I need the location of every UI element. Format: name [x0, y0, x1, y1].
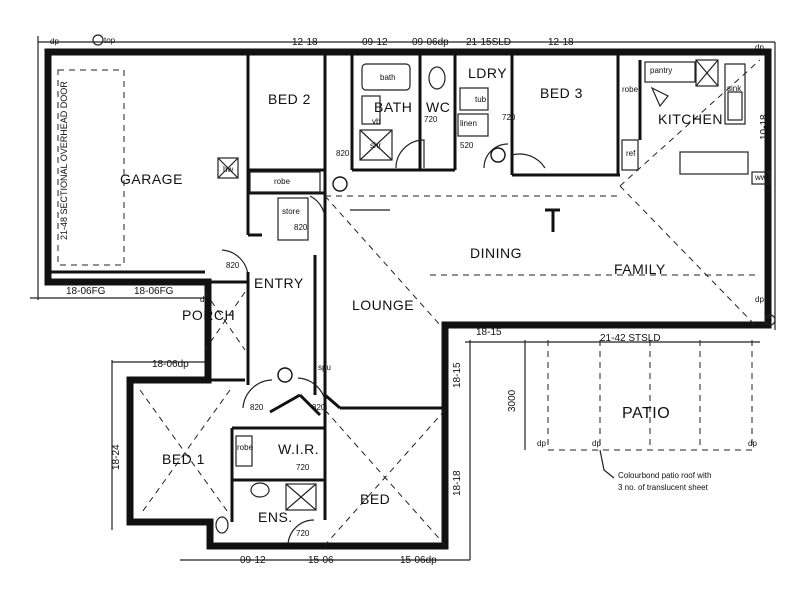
patio-label: PATIO — [622, 405, 671, 422]
symbols — [92, 34, 776, 326]
pantry-label: pantry — [650, 66, 673, 75]
kitchen-label: KITCHEN — [658, 111, 723, 127]
dimension-lines — [30, 36, 776, 561]
dp-right-label: dp — [755, 295, 764, 304]
bed-label: BED — [360, 491, 391, 507]
door-720-wir: 720 — [296, 463, 310, 472]
dim-top-4: 21-15SLD — [466, 37, 512, 48]
porch-label: PORCH — [182, 307, 236, 323]
robe-bed1-label: robe — [237, 443, 254, 452]
interior-walls-lower — [130, 378, 445, 534]
dim-garage-bottom-1: 18-06FG — [66, 286, 106, 297]
linen-label: linen — [460, 119, 477, 128]
dim-top-5: 12-18 — [548, 37, 574, 48]
family-label: FAMILY — [614, 261, 666, 277]
hw-label: hw — [223, 165, 234, 174]
dim-bottom-2: 15-06 — [308, 555, 334, 566]
bed1-label: BED 1 — [162, 451, 205, 467]
robe-bed2-label: robe — [274, 177, 291, 186]
bath-fixture-label: bath — [380, 73, 396, 82]
dim-top-3: 09-06dp — [412, 37, 449, 48]
wc-label: WC — [426, 99, 451, 115]
patio-structure — [524, 340, 753, 479]
patio-roof-note-1: Colourbond patio roof with — [618, 471, 712, 480]
dim-bed-side-1: 18-15 — [452, 362, 463, 388]
interior-walls-top — [248, 52, 642, 241]
dim-top-1: 12-18 — [292, 37, 318, 48]
dim-family-bottom-1: 18-15 — [476, 327, 502, 338]
wir-label: W.I.R. — [278, 441, 320, 457]
dining-label: DINING — [470, 245, 522, 261]
tub-label: tub — [475, 95, 487, 104]
door-820-bed: 820 — [312, 403, 326, 412]
shr-label: shr — [370, 141, 382, 150]
dim-family-bottom-2: 21-42 STSLD — [600, 333, 661, 344]
dp-patio-mid-label: dp — [592, 439, 601, 448]
door-720-bath: 720 — [424, 115, 438, 124]
bath-label: BATH — [374, 99, 413, 115]
ens-label: ENS. — [258, 509, 293, 525]
bath-fixtures — [359, 63, 489, 161]
dim-patio-depth: 3000 — [507, 389, 518, 412]
garage-door-label: 21-48 SECTIONAL OVERHEAD DOOR — [59, 81, 69, 240]
interior-walls-center — [208, 200, 560, 395]
dim-bed-side-2: 18-18 — [452, 470, 463, 496]
ww-label: ww — [755, 173, 767, 182]
dim-bottom-1: 09-12 — [240, 555, 266, 566]
sink-label: sink — [727, 84, 742, 93]
patio-roof-note-2: 3 no. of translucent sheet — [618, 483, 708, 492]
garage-walls — [48, 52, 262, 274]
dp-porch-label: dp — [200, 295, 209, 304]
spu-label: spu — [318, 363, 331, 372]
dim-bed1-side: 18-24 — [111, 444, 122, 470]
door-820-bed2: 820 — [336, 149, 350, 158]
lounge-label: LOUNGE — [352, 297, 415, 313]
door-820-bed1: 820 — [250, 403, 264, 412]
top-label: top — [104, 36, 116, 45]
dp-topleft-label: dp — [50, 37, 59, 46]
door-820-garage: 820 — [226, 261, 240, 270]
door-720-bed3: 720 — [502, 113, 516, 122]
ldry-label: LDRY — [468, 65, 508, 81]
dp-patio-left-label: dp — [537, 439, 546, 448]
dim-garage-bottom-2: 18-06FG — [134, 286, 174, 297]
robe-bed3-label: robe — [622, 85, 639, 94]
dim-top-2: 09-12 — [362, 37, 388, 48]
dim-right-kitchen: 10-18 — [759, 114, 770, 140]
dp-topright-label: dp — [755, 43, 764, 52]
door-720-ens: 720 — [296, 529, 310, 538]
bed2-label: BED 2 — [268, 91, 311, 107]
ceiling-lines — [139, 59, 761, 546]
kitchen-fixtures — [621, 59, 749, 175]
door-swings — [221, 139, 546, 546]
dim-bed1-top: 18-06dp — [152, 359, 189, 370]
bed3-label: BED 3 — [540, 85, 583, 101]
door-520-wc: 520 — [460, 141, 474, 150]
door-820-store: 820 — [294, 223, 308, 232]
garage-label: GARAGE — [120, 171, 183, 187]
dim-bottom-3: 15-06dp — [400, 555, 437, 566]
ref-label: ref — [626, 149, 636, 158]
vb-label: vb — [372, 117, 381, 126]
entry-label: ENTRY — [254, 275, 304, 291]
store-label: store — [282, 207, 300, 216]
dp-patio-right-label: dp — [748, 439, 757, 448]
